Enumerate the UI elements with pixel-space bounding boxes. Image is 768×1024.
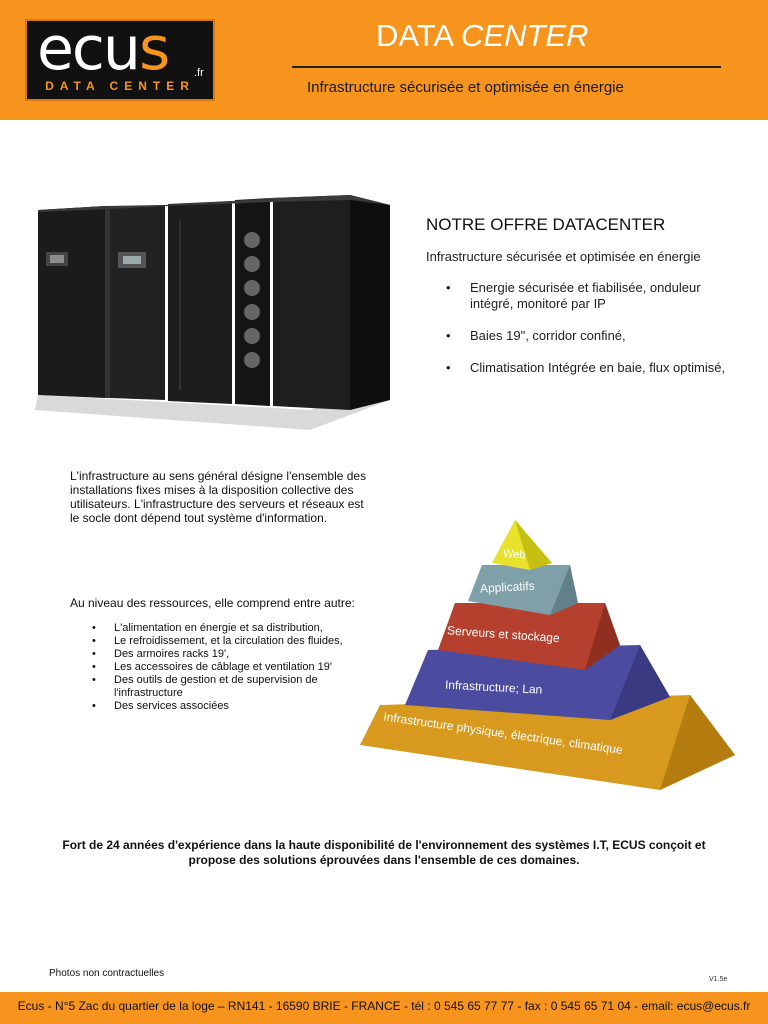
resources-title: Au niveau des ressources, elle comprend … [70, 596, 355, 610]
pyramid-level-2 [468, 565, 578, 615]
resource-item: Des services associées [92, 700, 362, 713]
pyramid-label-1: Web [503, 548, 526, 562]
page-title-data: DATA [376, 18, 453, 53]
header-band: ecus .fr DATA CENTER DATA CENTER Infrast… [0, 0, 768, 120]
logo-wordmark-s: s [138, 14, 170, 84]
footer-contact: Ecus - N°5 Zac du quartier de la loge – … [17, 999, 751, 1013]
ecus-logo: ecus .fr DATA CENTER [27, 17, 213, 99]
offer-subtitle: Infrastructure sécurisée et optimisée en… [426, 249, 701, 264]
offer-item: Energie sécurisée et fiabilisée, onduleu… [446, 280, 746, 312]
title-divider [292, 66, 721, 68]
pyramid-label-2: Applicatifs [480, 579, 535, 596]
pyramid-label-4: Infrastructure; Lan [445, 678, 543, 697]
offer-item: Climatisation Intégrée en baie, flux opt… [446, 360, 746, 376]
page-title: DATA CENTER [376, 18, 588, 54]
pyramid-level-4 [405, 645, 670, 720]
intro-paragraph: L'infrastructure au sens général désigne… [70, 469, 367, 525]
page-title-center: CENTER [461, 18, 589, 53]
offer-list: Energie sécurisée et fiabilisée, onduleu… [446, 280, 746, 392]
footer-band: Ecus - N°5 Zac du quartier de la loge – … [0, 992, 768, 1024]
infrastructure-pyramid: Web Applicatifs Serveurs et stockage Inf… [360, 520, 735, 790]
server-racks-photo [20, 160, 395, 445]
logo-wordmark: ecus [37, 14, 170, 84]
resource-item: Des armoires racks 19', [92, 648, 362, 661]
resource-item: Des outils de gestion et de supervision … [92, 674, 362, 700]
logo-wordmark-ecu: ecu [37, 14, 141, 84]
resource-item: Le refroidissement, et la circulation de… [92, 635, 362, 648]
logo-tagline: DATA CENTER [45, 79, 195, 93]
pyramid-level-5 [360, 695, 735, 790]
offer-item: Baies 19", corridor confiné, [446, 328, 746, 344]
page-subtitle: Infrastructure sécurisée et optimisée en… [307, 79, 624, 96]
resources-list: L'alimentation en énergie et sa distribu… [92, 622, 362, 713]
pyramid-level-3 [438, 603, 620, 670]
resource-item: L'alimentation en énergie et sa distribu… [92, 622, 362, 635]
version-label: V1.5e [709, 976, 728, 983]
resource-item: Les accessoires de câblage et ventilatio… [92, 661, 362, 674]
logo-fr: .fr [194, 67, 204, 79]
photos-disclaimer: Photos non contractuelles [49, 968, 165, 979]
closing-statement: Fort de 24 années d'expérience dans la h… [62, 838, 706, 867]
offer-title: NOTRE OFFRE DATACENTER [426, 215, 666, 234]
